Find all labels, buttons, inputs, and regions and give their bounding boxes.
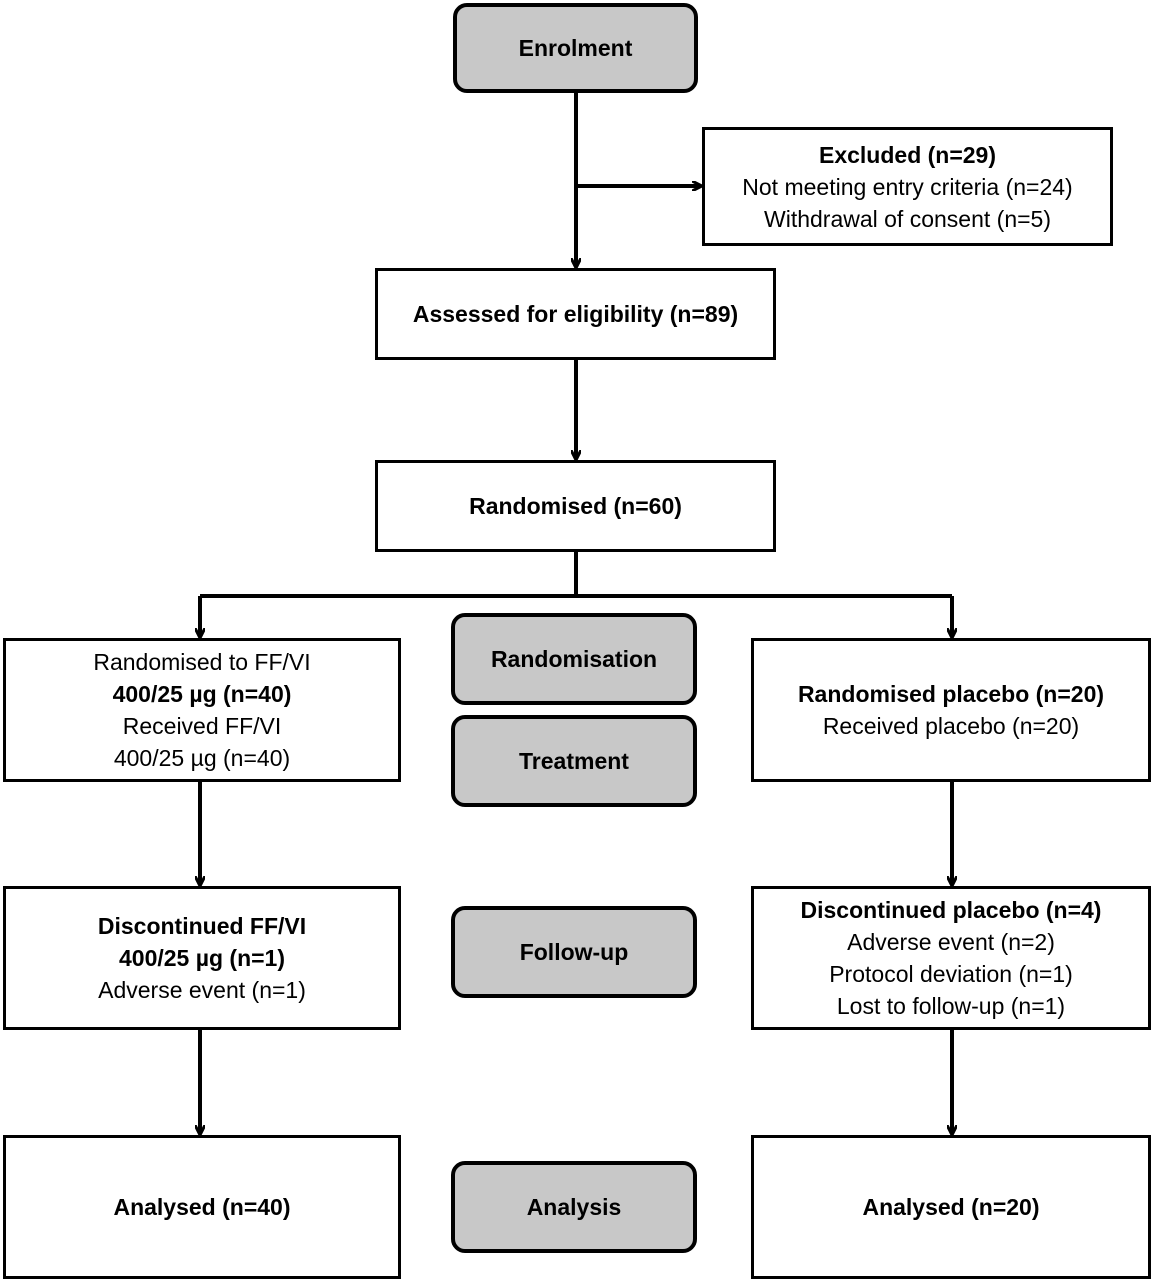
stage-treatment: Treatment bbox=[451, 715, 697, 807]
placebo-arm-line: Received placebo (n=20) bbox=[822, 713, 1080, 739]
stage-randomisation: Randomisation bbox=[451, 613, 697, 705]
ffvi-discontinued-title: Discontinued FF/VI bbox=[97, 913, 307, 939]
placebo-arm-title: Randomised placebo (n=20) bbox=[797, 681, 1105, 707]
excluded-reason: Withdrawal of consent (n=5) bbox=[764, 205, 1051, 232]
placebo-discontinued-reason: Protocol deviation (n=1) bbox=[829, 961, 1073, 987]
stage-enrolment: Enrolment bbox=[453, 3, 698, 93]
placebo-arm-box: Randomised placebo (n=20) Received place… bbox=[751, 638, 1151, 782]
ffvi-analysed-box: Analysed (n=40) bbox=[3, 1135, 401, 1279]
stage-analysis-label: Analysis bbox=[526, 1194, 622, 1220]
placebo-discontinued-box: Discontinued placebo (n=4) Adverse event… bbox=[751, 886, 1151, 1030]
stage-follow-up-label: Follow-up bbox=[519, 939, 629, 965]
ffvi-arm-line: 400/25 µg (n=40) bbox=[113, 745, 291, 771]
excluded-reason: Not meeting entry criteria (n=24) bbox=[742, 173, 1073, 200]
randomised-label: Randomised (n=60) bbox=[469, 493, 682, 519]
assessed-box: Assessed for eligibility (n=89) bbox=[375, 268, 776, 360]
stage-treatment-label: Treatment bbox=[519, 748, 629, 774]
placebo-analysed-box: Analysed (n=20) bbox=[751, 1135, 1151, 1279]
excluded-box: Excluded (n=29) Not meeting entry criter… bbox=[702, 127, 1113, 246]
assessed-label: Assessed for eligibility (n=89) bbox=[412, 301, 739, 327]
placebo-discontinued-reason: Adverse event (n=2) bbox=[847, 929, 1055, 955]
ffvi-arm-dose: 400/25 µg (n=40) bbox=[112, 681, 292, 707]
placebo-discontinued-reason: Lost to follow-up (n=1) bbox=[836, 993, 1066, 1019]
ffvi-arm-box: Randomised to FF/VI 400/25 µg (n=40) Rec… bbox=[3, 638, 401, 782]
ffvi-arm-line: Received FF/VI bbox=[122, 713, 282, 739]
stage-enrolment-label: Enrolment bbox=[518, 35, 633, 61]
placebo-analysed-label: Analysed (n=20) bbox=[862, 1194, 1040, 1220]
stage-randomisation-label: Randomisation bbox=[490, 646, 658, 672]
stage-follow-up: Follow-up bbox=[451, 906, 697, 998]
ffvi-analysed-label: Analysed (n=40) bbox=[113, 1194, 291, 1220]
ffvi-discontinued-dose: 400/25 µg (n=1) bbox=[118, 945, 286, 971]
ffvi-arm-line: Randomised to FF/VI bbox=[93, 649, 311, 675]
stage-analysis: Analysis bbox=[451, 1161, 697, 1253]
randomised-box: Randomised (n=60) bbox=[375, 460, 776, 552]
ffvi-discontinued-box: Discontinued FF/VI 400/25 µg (n=1) Adver… bbox=[3, 886, 401, 1030]
excluded-title: Excluded (n=29) bbox=[818, 141, 997, 168]
placebo-discontinued-title: Discontinued placebo (n=4) bbox=[800, 897, 1102, 923]
ffvi-discontinued-reason: Adverse event (n=1) bbox=[98, 977, 306, 1003]
